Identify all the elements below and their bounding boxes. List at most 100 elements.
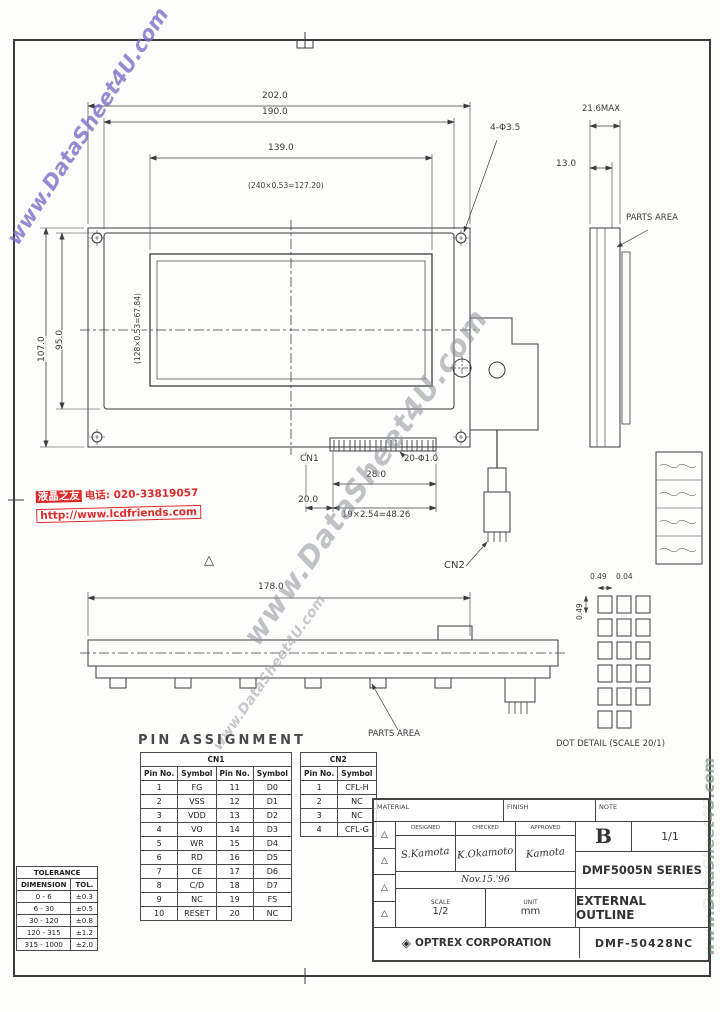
dim-range: 315 - 1000 [15,938,72,951]
drawing-number: DMF-50428NC [594,936,694,950]
pin-symbol: NC [337,794,377,809]
signature-names: S.Kamota K.Okamoto Kamota [396,835,575,872]
pin-symbol: WR [177,836,217,851]
size-sheet-row: B 1/1 [576,822,708,852]
title-block-middle: △ △ △ △ DESIGNED CHECKED APPROVED S.Kamo… [374,822,708,928]
pin-no: 18 [215,878,254,893]
dot-detail [583,585,651,729]
unit-cell: UNIT mm [486,889,575,927]
dim-conn-a: 28.0 [366,470,387,481]
pin-no: 3 [299,808,339,823]
pin-no: 9 [139,892,179,907]
tol-value: ±2.0 [70,938,99,951]
title-block: MATERIAL FINISH NOTE △ △ △ △ DESIGNED CH… [372,798,710,962]
cn1-table-title: CN1 [140,752,292,767]
title-block-header-row: MATERIAL FINISH NOTE [374,800,708,822]
pin-no: 20 [215,906,254,921]
designed-label: DESIGNED [396,822,456,835]
pin-no: 1 [299,780,339,795]
revision-mark: △ [381,909,388,920]
pin-no: 2 [299,794,339,809]
pin-symbol: NC [337,808,377,823]
pin-no: 12 [215,794,254,809]
pin-no: 2 [139,794,179,809]
pin-symbol: D0 [252,780,293,795]
dim-side: 13.0 [556,159,577,170]
scale-cell: SCALE 1/2 [396,889,486,927]
pin-no: 13 [215,808,254,823]
unit-value: mm [520,906,541,918]
dim-thickness: 21.6MAX [582,104,620,115]
col-header: Symbol [252,766,293,781]
tol-value: ±1.2 [70,926,99,939]
scale-unit-row: SCALE 1/2 UNIT mm [396,889,575,927]
tol-value: ±0.3 [70,890,99,903]
pin-no: 7 [139,864,179,879]
pin-symbol: VDD [177,808,217,823]
cn2-label: CN2 [444,560,465,571]
table-row: 30 - 120±0.8 [15,914,99,927]
pin-symbol: D4 [252,836,293,851]
dim-mount-width: 190.0 [262,107,288,118]
col-header: Pin No. [215,766,254,781]
company-name: OPTREX CORPORATION [414,937,552,949]
dim-conn-b: 20.0 [298,495,319,506]
pin-symbol: D2 [252,808,293,823]
signature-headers: DESIGNED CHECKED APPROVED [396,822,575,836]
revision-column: △ △ △ △ [374,822,396,927]
scale-label: SCALE [430,899,451,907]
col-header: Symbol [337,766,377,781]
sheet-number: 1/1 [661,829,679,843]
finish-label: FINISH [507,803,529,811]
pin-symbol: D6 [252,864,293,879]
parts-area-label-bottom: PARTS AREA [368,729,420,740]
col-header: TOL. [70,878,99,891]
pin-symbol: D3 [252,822,293,837]
stamp-brand: 液晶之友 [35,489,82,504]
pin-no: 15 [215,836,254,851]
bottom-view [80,592,566,731]
pin-symbol: VO [177,822,217,837]
stamp-phone-number: 020-33819057 [113,486,199,502]
table-row: 0 - 6±0.3 [15,890,99,903]
pin-no: 1 [139,780,179,795]
pin-symbol: CFL-H [337,780,377,795]
pin-symbol: D7 [252,878,293,893]
series-name: DMF5005N SERIES [576,852,708,890]
pin-no: 4 [299,822,339,837]
dot-width-note: (240×0.53=127.20) [248,181,324,191]
table-row: Pin No. Symbol [299,766,377,781]
tolerance-title: TOLERANCE [15,866,99,879]
cn2-table-title: CN2 [300,752,377,767]
side-view [589,120,649,448]
pin-no: 10 [139,906,179,921]
pin-no: 17 [215,864,254,879]
revision-mark: △ [374,875,395,902]
stamp-phone-label: 电话: [84,489,111,502]
table-row: 6 - 30±0.5 [15,902,99,915]
tol-value: ±0.8 [70,914,99,927]
drawing-title: EXTERNAL OUTLINE [576,894,647,923]
notes-box [655,451,703,565]
table-row: 120 - 315±1.2 [15,926,99,939]
tol-value: ±0.5 [70,902,99,915]
tolerance-table: TOLERANCE DIMENSION TOL. 0 - 6±0.3 6 - 3… [15,866,99,951]
parts-area-label-front: PARTS AREA [626,213,678,224]
pin-assignment-title: PIN ASSIGNMENT [138,733,306,748]
pin-no: 11 [215,780,254,795]
dim-overall-width: 202.0 [262,91,288,102]
pin-symbol: NC [177,892,217,907]
dim-range: 6 - 30 [15,902,72,915]
pin-symbol: NC [252,906,293,921]
dot-dim-h: 0.49 [575,603,585,620]
